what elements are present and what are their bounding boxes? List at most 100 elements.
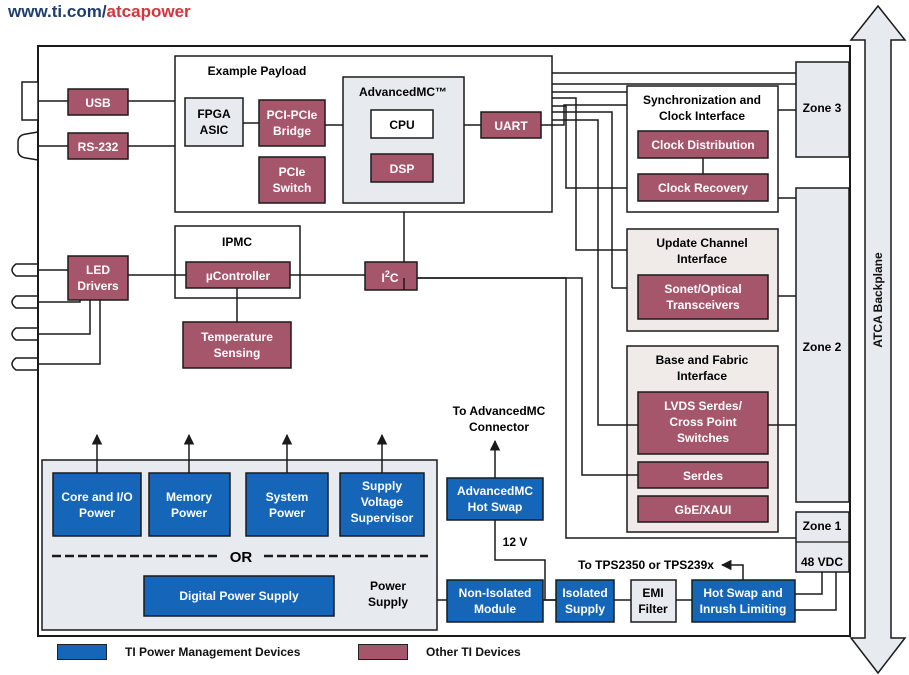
usb-connector-icon [21, 81, 39, 121]
hotswap-label-1: Hot Swap and [703, 586, 782, 600]
zone2-label: Zone 2 [803, 340, 842, 354]
v12-label: 12 V [503, 535, 528, 549]
base-title-1: Base and Fabric [656, 353, 749, 367]
i2c-label: I2C [381, 269, 398, 285]
pcie-switch-label-2: Switch [273, 181, 312, 195]
url-prefix: www.ti.com/ [8, 2, 107, 21]
sync-title-2: Clock Interface [659, 109, 745, 123]
usb-block [67, 88, 129, 116]
power-supply-label-2: Supply [368, 595, 408, 609]
pci-bridge-label-2: Bridge [273, 124, 311, 138]
gbe-block [637, 495, 769, 523]
clock-distribution-label: Clock Distribution [651, 138, 754, 152]
supervisor-label-3: Supervisor [351, 511, 414, 525]
led-drivers-label-1: LED [86, 263, 110, 277]
website-url[interactable]: www.ti.com/atcapower [8, 2, 191, 22]
memory-power-label-1: Memory [166, 490, 212, 504]
digital-ps-block [143, 575, 335, 617]
advancedmc-label: AdvancedMC™ [359, 85, 447, 99]
asic-label: ASIC [200, 123, 229, 137]
to-amc-label-2: Connector [469, 420, 529, 434]
zone2-box [795, 187, 850, 503]
zone3-label: Zone 3 [803, 101, 842, 115]
lvds-label-1: LVDS Serdes/ [664, 399, 742, 413]
pci-bridge-block [258, 99, 326, 147]
sync-title-1: Synchronization and [643, 93, 761, 107]
clock-recovery-block [637, 173, 769, 202]
update-title-1: Update Channel [656, 236, 747, 250]
zone1-label: Zone 1 [803, 519, 842, 533]
legend-ti-power-swatch [57, 644, 107, 660]
board-outline [37, 45, 851, 637]
sonet-block [637, 274, 769, 320]
cpu-label: CPU [389, 118, 414, 132]
dsp-label: DSP [390, 162, 415, 176]
hotswap-label-2: Inrush Limiting [700, 602, 787, 616]
dsp-block [370, 153, 434, 183]
to-amc-label-1: To AdvancedMC [453, 404, 546, 418]
fpga-label: FPGA [197, 107, 231, 121]
zone3-box [795, 61, 850, 158]
temp-sensing-label-1: Temperature [201, 330, 273, 344]
pcie-switch-block [258, 156, 326, 204]
update-title-2: Interface [677, 252, 727, 266]
uart-label: UART [494, 119, 528, 133]
led-drivers-label-2: Drivers [77, 279, 119, 293]
memory-power-label-2: Power [171, 506, 207, 520]
memory-power-block [148, 472, 231, 537]
non-isolated-block [446, 579, 544, 623]
led-icon-1 [11, 263, 38, 277]
power-supply-label-1: Power [370, 579, 406, 593]
supervisor-block [339, 472, 425, 537]
legend-other-ti-swatch [358, 644, 408, 660]
ucontroller-block [185, 261, 291, 289]
usb-label: USB [85, 96, 111, 110]
isolated-supply-block [555, 579, 615, 623]
legend-ti-power: TI Power Management Devices [57, 642, 300, 662]
amc-hotswap-label-1: AdvancedMC [457, 484, 533, 498]
pcie-switch-label-1: PCIe [279, 165, 306, 179]
led-icon-4 [11, 357, 38, 371]
pci-bridge-label-1: PCI-PCIe [267, 108, 318, 122]
url-accent: atcapower [106, 2, 191, 21]
legend-other-ti: Other TI Devices [358, 642, 521, 662]
lvds-label-3: Switches [677, 431, 729, 445]
gbe-label: GbE/XAUI [675, 503, 732, 517]
system-power-block [245, 472, 329, 537]
non-isolated-label-1: Non-Isolated [459, 586, 532, 600]
serdes-label: Serdes [683, 469, 723, 483]
example-payload-label: Example Payload [208, 64, 307, 78]
cpu-block [370, 109, 434, 139]
non-isolated-label-2: Module [474, 602, 516, 616]
atca-backplane-label: ATCA Backplane [871, 252, 885, 348]
legend-other-ti-label: Other TI Devices [426, 645, 521, 659]
ucontroller-label: µController [206, 269, 271, 283]
lvds-block [637, 391, 769, 455]
isolated-label-1: Isolated [562, 586, 607, 600]
ipmc-label: IPMC [222, 235, 252, 249]
serial-connector-icon [17, 131, 39, 161]
digital-ps-label: Digital Power Supply [179, 589, 299, 603]
temp-sensing-label-2: Sensing [214, 346, 261, 360]
vdc48-label: 48 VDC [801, 555, 843, 569]
sonet-label-1: Sonet/Optical [664, 282, 741, 296]
to-tps-label: To TPS2350 or TPS239x [578, 558, 714, 572]
i2c-block [364, 261, 418, 291]
rs232-label: RS-232 [78, 140, 119, 154]
led-icon-3 [11, 327, 38, 341]
isolated-label-2: Supply [565, 602, 605, 616]
led-drivers-block [67, 255, 129, 301]
fpga-asic-block [184, 97, 244, 147]
legend-ti-power-label: TI Power Management Devices [125, 645, 301, 659]
base-title-2: Interface [677, 369, 727, 383]
core-io-power-block [52, 472, 142, 537]
clock-recovery-label: Clock Recovery [658, 181, 748, 195]
amc-hotswap-label-2: Hot Swap [468, 500, 523, 514]
core-io-label-1: Core and I/O [61, 490, 132, 504]
rs232-block [67, 132, 129, 160]
sonet-label-2: Transceivers [666, 298, 740, 312]
lvds-label-2: Cross Point [669, 415, 736, 429]
clock-distribution-block [637, 130, 769, 159]
amc-hotswap-block [446, 477, 544, 521]
